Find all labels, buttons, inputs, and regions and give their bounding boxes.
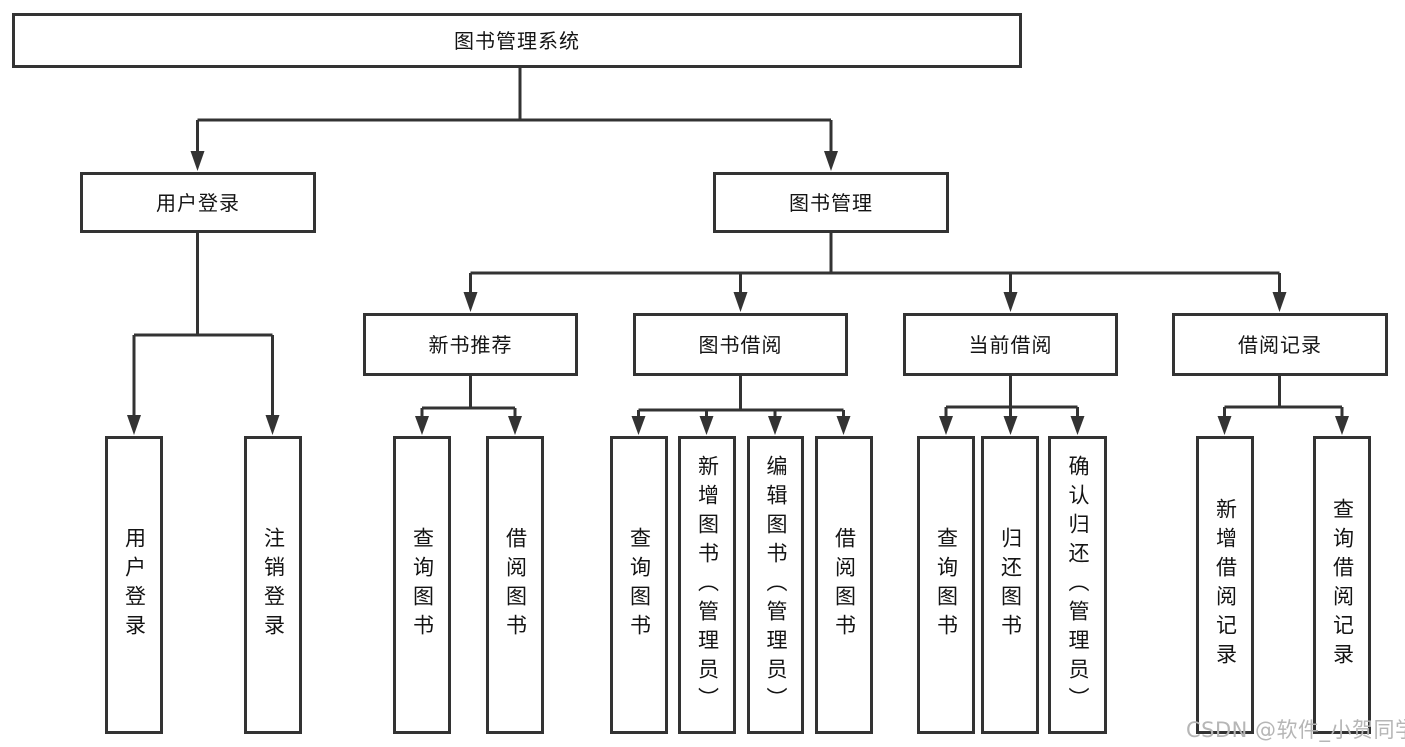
node-root: 图书管理系统: [12, 13, 1022, 68]
leaf-current-query: 查询图书: [917, 436, 975, 734]
leaf-borrow-query: 查询图书: [610, 436, 668, 734]
node-book-management-label: 图书管理: [789, 190, 873, 215]
node-book-borrow-label: 图书借阅: [698, 332, 783, 357]
arrowhead: [768, 416, 782, 435]
arrowhead: [733, 292, 748, 312]
node-user-login: 用户登录: [80, 172, 316, 233]
leaf-borrow-book: 借阅图书: [815, 436, 873, 734]
leaf-confirm-return-admin-label: 确认归还（管理员）: [1066, 454, 1090, 716]
leaf-user-login: 用户登录: [105, 436, 163, 734]
node-user-login-label: 用户登录: [156, 190, 240, 215]
arrowhead: [127, 415, 141, 435]
arrowhead: [1003, 416, 1018, 435]
node-current-borrow: 当前借阅: [903, 313, 1118, 376]
arrowhead: [508, 416, 522, 435]
leaf-add-borrow-record: 新增借阅记录: [1196, 436, 1254, 734]
leaf-current-query-label: 查询图书: [934, 527, 959, 643]
leaf-borrow-edit-admin: 编辑图书（管理员）: [747, 436, 804, 734]
leaf-logout: 注销登录: [244, 436, 302, 734]
node-new-book-recommend-label: 新书推荐: [428, 332, 513, 357]
arrowhead: [190, 151, 205, 171]
edge-current-children: [944, 376, 1079, 420]
edge-records-children: [1223, 376, 1344, 420]
arrowhead: [939, 416, 953, 435]
leaf-logout-label: 注销登录: [261, 527, 286, 643]
edge-newbook-children: [420, 376, 517, 420]
arrowhead: [1003, 292, 1018, 312]
leaf-query-borrow-record-label: 查询借阅记录: [1330, 498, 1355, 672]
arrowhead: [1070, 416, 1085, 435]
leaf-return-book-label: 归还图书: [998, 527, 1023, 643]
leaf-borrow-add-admin: 新增图书（管理员）: [678, 436, 736, 734]
node-book-management: 图书管理: [713, 172, 949, 233]
arrowhead: [631, 416, 646, 435]
arrowhead: [463, 292, 478, 312]
arrowhead: [824, 151, 838, 171]
leaf-user-login-label: 用户登录: [122, 527, 147, 643]
node-borrow-records: 借阅记录: [1172, 313, 1388, 376]
arrowhead: [265, 415, 280, 435]
leaf-return-book: 归还图书: [981, 436, 1039, 734]
edge-root-level2: [196, 68, 833, 156]
leaf-add-borrow-record-label: 新增借阅记录: [1213, 498, 1238, 672]
node-new-book-recommend: 新书推荐: [363, 313, 578, 376]
leaf-newbook-query-label: 查询图书: [410, 527, 435, 643]
arrowhead: [1272, 292, 1287, 312]
arrowhead: [1335, 416, 1349, 435]
edge-bookmgmt-level3: [469, 232, 1281, 297]
arrowhead: [699, 416, 714, 435]
arrowhead: [1217, 416, 1232, 435]
arrowhead: [415, 416, 429, 435]
edge-borrow-children: [637, 376, 845, 420]
leaf-borrow-edit-admin-label: 编辑图书（管理员）: [764, 454, 788, 716]
leaf-query-borrow-record: 查询借阅记录: [1313, 436, 1371, 734]
watermark: CSDN @软件_小贺同学: [1186, 718, 1405, 742]
leaf-newbook-query: 查询图书: [393, 436, 451, 734]
node-current-borrow-label: 当前借阅: [968, 332, 1053, 357]
edge-userlogin-children: [132, 232, 274, 419]
node-book-borrow: 图书借阅: [633, 313, 848, 376]
node-root-label: 图书管理系统: [454, 28, 580, 53]
node-borrow-records-label: 借阅记录: [1238, 332, 1322, 357]
leaf-newbook-borrow: 借阅图书: [486, 436, 544, 734]
leaf-borrow-book-label: 借阅图书: [832, 527, 857, 643]
leaf-confirm-return-admin: 确认归还（管理员）: [1048, 436, 1107, 734]
leaf-newbook-borrow-label: 借阅图书: [503, 527, 528, 643]
leaf-borrow-add-admin-label: 新增图书（管理员）: [695, 454, 720, 716]
arrowhead: [836, 416, 851, 435]
leaf-borrow-query-label: 查询图书: [627, 527, 652, 643]
